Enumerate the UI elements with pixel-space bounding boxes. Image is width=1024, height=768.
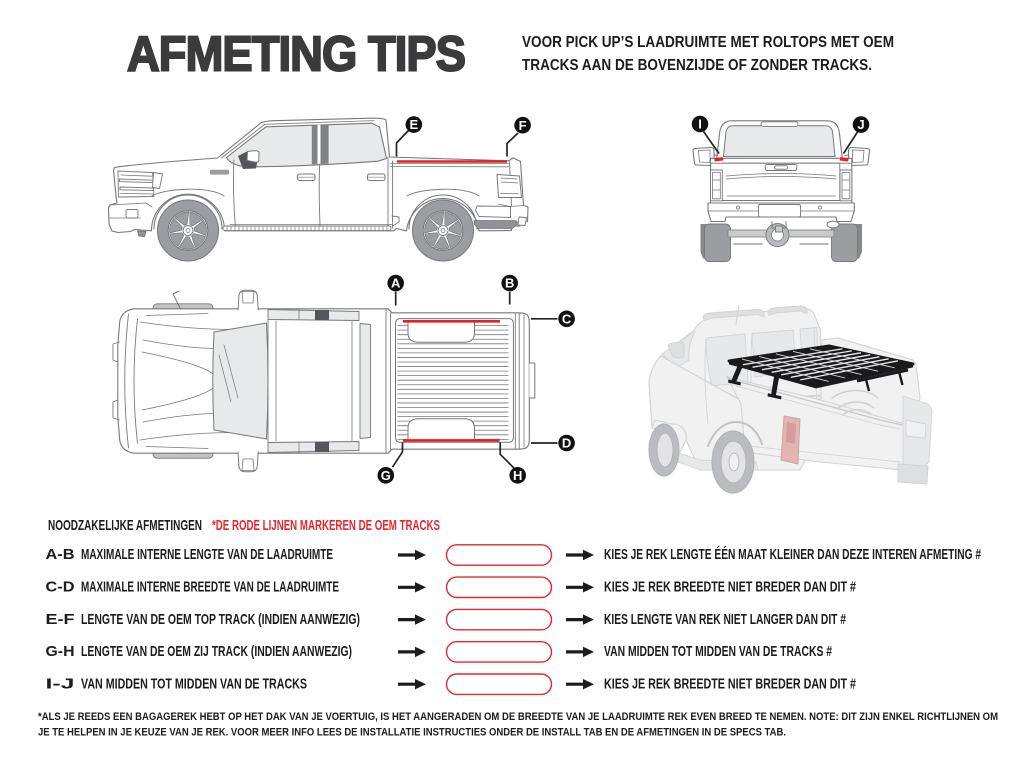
- svg-text:MAXIMALE INTERNE BREEDTE VAN D: MAXIMALE INTERNE BREEDTE VAN DE LAADRUIM…: [81, 579, 339, 596]
- svg-text:A: A: [391, 276, 401, 291]
- svg-text:C: C: [562, 311, 572, 326]
- svg-text:JE TE HELPEN IN JE KEUZE VAN J: JE TE HELPEN IN JE KEUZE VAN JE REK. VOO…: [38, 727, 786, 739]
- svg-text:KIES JE REK LENGTE ÉÉN MAAT KL: KIES JE REK LENGTE ÉÉN MAAT KLEINER DAN …: [604, 546, 981, 563]
- svg-text:H: H: [513, 468, 522, 483]
- svg-text:TRACKS AAN DE BOVENZIJDE OF ZO: TRACKS AAN DE BOVENZIJDE OF ZONDER TRACK…: [522, 57, 872, 74]
- svg-text:I: I: [698, 117, 702, 132]
- svg-text:I-J: I-J: [46, 675, 75, 692]
- svg-text:C-D: C-D: [46, 579, 75, 596]
- svg-text:J: J: [857, 117, 864, 132]
- svg-text:MAXIMALE INTERNE LENGTE VAN DE: MAXIMALE INTERNE LENGTE VAN DE LAADRUIMT…: [81, 546, 333, 563]
- svg-text:KIES JE REK BREEDTE NIET BREDE: KIES JE REK BREEDTE NIET BREDER DAN DIT …: [604, 579, 856, 596]
- svg-text:A-B: A-B: [46, 546, 75, 563]
- svg-text:F: F: [519, 118, 527, 133]
- svg-text:*ALS JE REEDS EEN BAGAGEREK HE: *ALS JE REEDS EEN BAGAGEREK HEBT OP HET …: [38, 711, 998, 723]
- svg-text:G: G: [381, 468, 391, 483]
- svg-text:VOOR PICK UP’S LAADRUIMTE MET: VOOR PICK UP’S LAADRUIMTE MET ROLTOPS ME…: [522, 34, 894, 51]
- svg-text:NOODZAKELIJKE AFMETINGEN: NOODZAKELIJKE AFMETINGEN: [48, 517, 202, 534]
- svg-text:AFMETING TIPS: AFMETING TIPS: [127, 28, 465, 82]
- svg-text:LENGTE VAN DE OEM ZIJ TRACK (I: LENGTE VAN DE OEM ZIJ TRACK (INDIEN AANW…: [81, 643, 352, 660]
- svg-text:E-F: E-F: [46, 611, 75, 628]
- svg-text:VAN MIDDEN TOT MIDDEN VAN DE T: VAN MIDDEN TOT MIDDEN VAN DE TRACKS: [81, 675, 307, 692]
- svg-text:KIES JE REK BREEDTE NIET BREDE: KIES JE REK BREEDTE NIET BREDER DAN DIT …: [604, 675, 856, 692]
- svg-text:E: E: [409, 117, 418, 132]
- svg-text:VAN MIDDEN TOT MIDDEN VAN DE T: VAN MIDDEN TOT MIDDEN VAN DE TRACKS #: [604, 643, 832, 660]
- svg-text:D: D: [562, 436, 571, 451]
- svg-text:B: B: [505, 276, 514, 291]
- svg-text:G-H: G-H: [46, 643, 75, 660]
- svg-text:KIES LENGTE VAN REK NIET LANGE: KIES LENGTE VAN REK NIET LANGER DAN DIT …: [604, 611, 846, 628]
- svg-text:LENGTE VAN DE OEM TOP TRACK (I: LENGTE VAN DE OEM TOP TRACK (INDIEN AANW…: [81, 611, 360, 628]
- svg-text:*DE RODE LIJNEN MARKEREN DE OE: *DE RODE LIJNEN MARKEREN DE OEM TRACKS: [212, 517, 440, 534]
